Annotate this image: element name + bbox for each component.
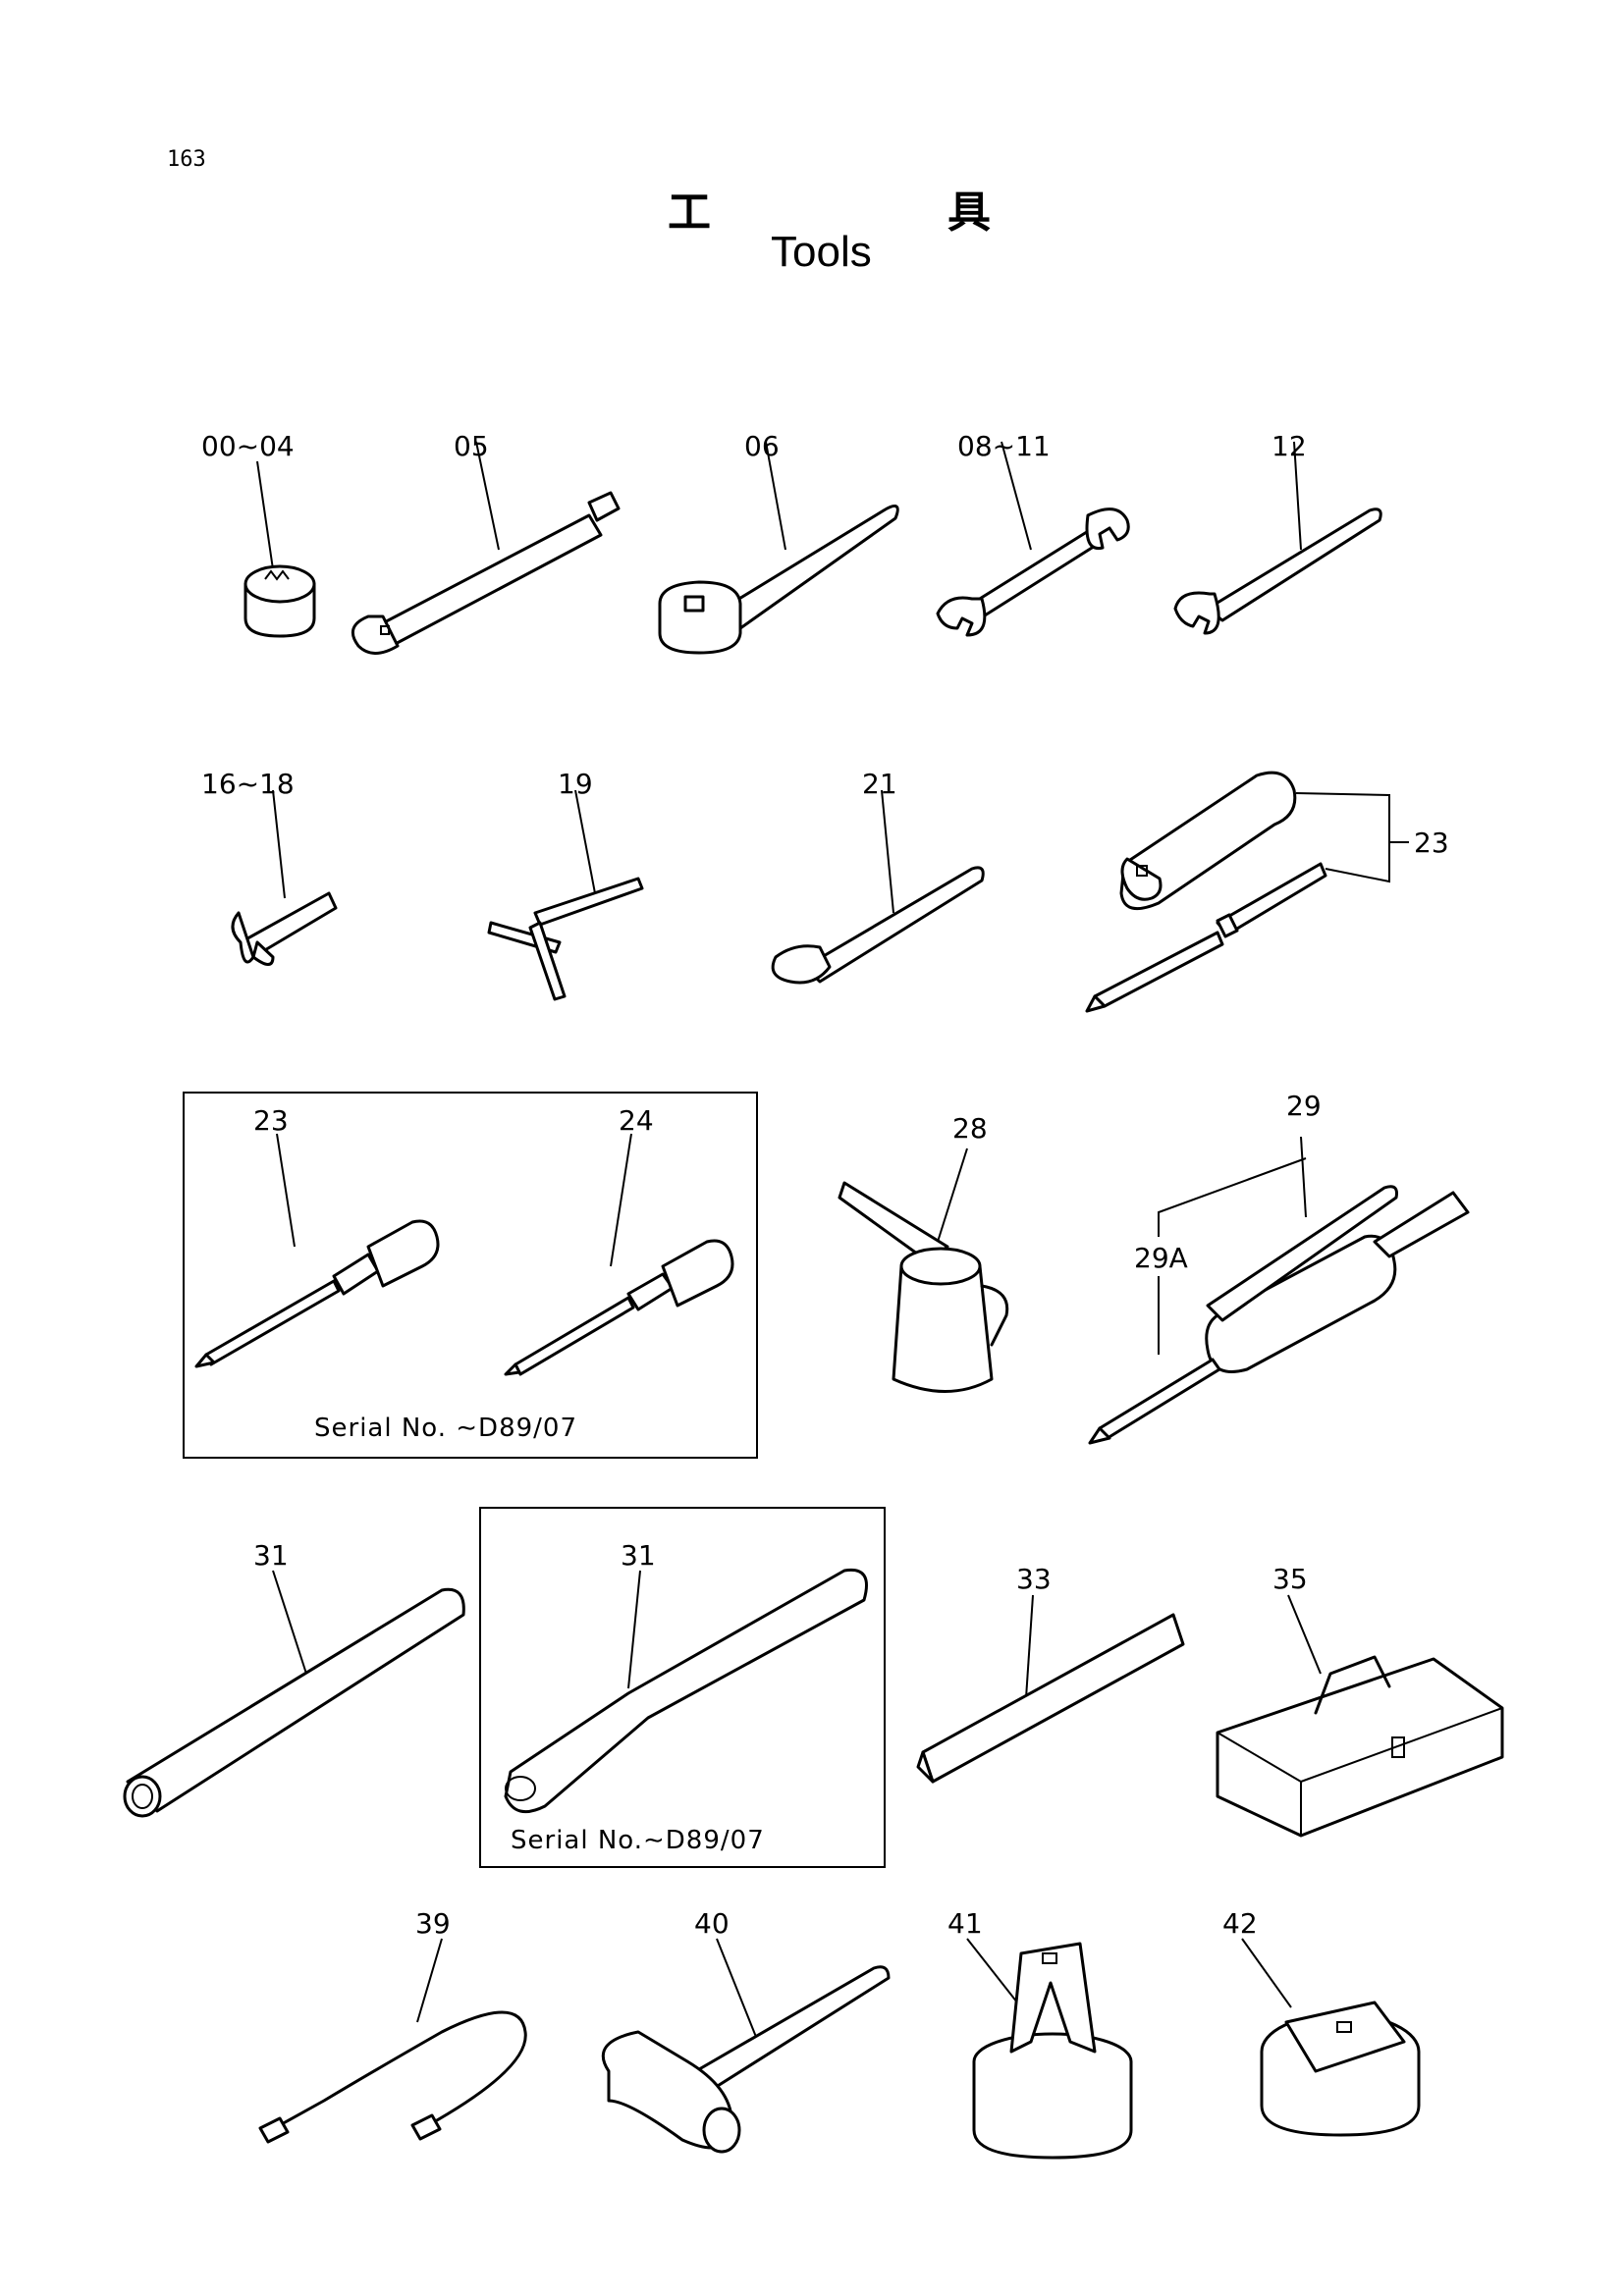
socket-illustration bbox=[243, 460, 316, 638]
filter-wrench-42-illustration bbox=[1241, 1938, 1421, 2137]
part-label-24: 24 bbox=[619, 1104, 654, 1137]
serial-box-bar bbox=[479, 1507, 886, 1868]
part-label-16-18: 16~18 bbox=[201, 768, 295, 800]
page-number: 163 bbox=[167, 147, 206, 172]
part-label-19: 19 bbox=[558, 768, 593, 800]
hose-illustration bbox=[258, 1938, 527, 2144]
hex-key-illustration bbox=[231, 789, 338, 966]
part-label-23-serial: 23 bbox=[253, 1104, 289, 1137]
title-jp-right: 具 bbox=[947, 187, 991, 238]
part-label-21: 21 bbox=[862, 768, 897, 800]
bar-31-illustration bbox=[504, 1568, 868, 1814]
hex-bar-33-illustration bbox=[916, 1594, 1185, 1784]
part-label-31-serial: 31 bbox=[621, 1539, 656, 1572]
part-label-40: 40 bbox=[694, 1907, 730, 1940]
screwdriver-24-illustration bbox=[504, 1133, 734, 1376]
serial-box-screwdrivers bbox=[183, 1092, 758, 1459]
part-label-33: 33 bbox=[1016, 1563, 1052, 1595]
screwdriver-set-illustration bbox=[1085, 771, 1409, 1013]
part-label-05: 05 bbox=[454, 430, 489, 462]
part-label-39: 39 bbox=[415, 1907, 451, 1940]
t-wrench-illustration bbox=[487, 789, 644, 1001]
screwdriver-23-illustration bbox=[194, 1133, 440, 1368]
part-label-28: 28 bbox=[952, 1112, 988, 1145]
part-label-31: 31 bbox=[253, 1539, 289, 1572]
part-label-12: 12 bbox=[1271, 430, 1307, 462]
part-label-23: 23 bbox=[1414, 827, 1449, 859]
oil-can-illustration bbox=[838, 1148, 1009, 1393]
adjustable-wrench-illustration bbox=[771, 789, 985, 985]
single-open-wrench-illustration bbox=[1173, 441, 1382, 635]
hammer-illustration bbox=[601, 1938, 891, 2154]
part-label-41: 41 bbox=[947, 1907, 983, 1940]
part-label-29: 29 bbox=[1286, 1090, 1322, 1122]
tool-box-illustration bbox=[1216, 1594, 1504, 1838]
title-jp-left: 工 bbox=[668, 187, 711, 238]
serial-note-screwdrivers: Serial No. ∼D89/07 bbox=[314, 1414, 577, 1443]
part-label-42: 42 bbox=[1222, 1907, 1258, 1940]
extension-bar-illustration bbox=[351, 441, 621, 655]
filter-wrench-41-illustration bbox=[966, 1938, 1133, 2160]
part-label-00-04: 00~04 bbox=[201, 430, 295, 462]
part-label-06: 06 bbox=[744, 430, 780, 462]
pipe-31-illustration bbox=[123, 1570, 465, 1818]
part-label-08-11: 08~11 bbox=[957, 430, 1051, 462]
part-label-29a: 29A bbox=[1134, 1242, 1188, 1274]
part-label-35: 35 bbox=[1272, 1563, 1308, 1595]
serial-note-bar: Serial No.∼D89/07 bbox=[511, 1826, 765, 1855]
ratchet-handle-illustration bbox=[658, 441, 899, 655]
grease-gun-illustration bbox=[1088, 1136, 1470, 1445]
page-title: Tools bbox=[771, 228, 872, 276]
double-open-wrench-illustration bbox=[936, 441, 1130, 637]
